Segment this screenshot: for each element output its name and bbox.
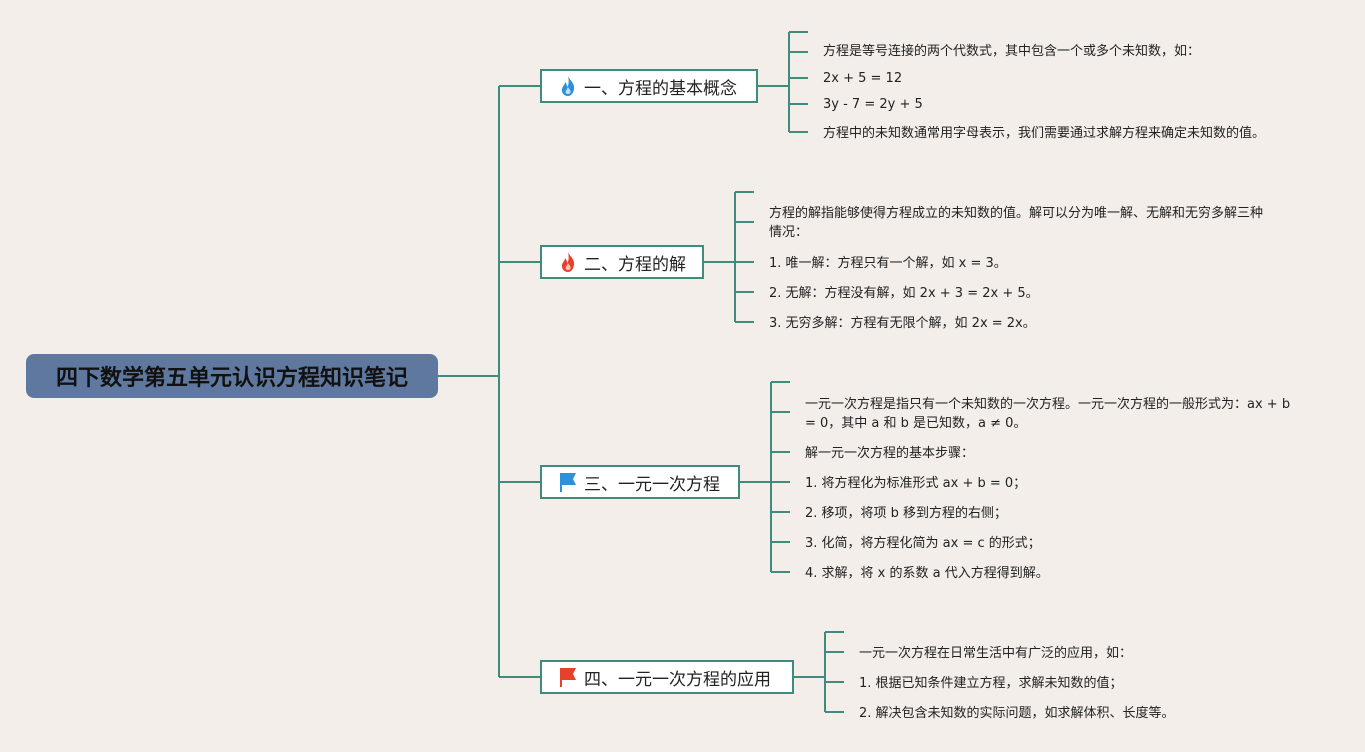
topic-2-item-3: 2. 无解：方程没有解，如 2x + 3 = 2x + 5。: [769, 286, 1039, 301]
topic-1-label: 一、方程的基本概念: [584, 78, 737, 99]
topic-3-item-3: 1. 将方程化为标准形式 ax + b = 0；: [805, 476, 1027, 491]
topic-1-item-1: 方程是等号连接的两个代数式，其中包含一个或多个未知数，如：: [823, 44, 1201, 59]
topic-basic-concept[interactable]: 一、方程的基本概念: [540, 69, 758, 103]
topic-application[interactable]: 四、一元一次方程的应用: [540, 660, 794, 694]
topic-3-item-6: 4. 求解，将 x 的系数 a 代入方程得到解。: [805, 566, 1049, 581]
topic-3-item-4: 2. 移项，将项 b 移到方程的右侧；: [805, 506, 1008, 521]
topic-4-ticks: [825, 631, 844, 713]
topic-linear-equation[interactable]: 三、一元一次方程: [540, 465, 740, 499]
topic-3-ticks: [771, 381, 790, 573]
topic-2-label: 二、方程的解: [584, 254, 686, 275]
fire-red-icon: [561, 252, 575, 272]
topic-1-ticks: [789, 31, 808, 133]
topic-1-item-4: 方程中的未知数通常用字母表示，我们需要通过求解方程来确定未知数的值。: [823, 126, 1266, 141]
topic-4-item-1: 一元一次方程在日常生活中有广泛的应用，如：: [859, 646, 1133, 661]
topic-2-ticks: [735, 191, 754, 323]
topic-4-label: 四、一元一次方程的应用: [584, 669, 771, 690]
topic-4-item-2: 1. 根据已知条件建立方程，求解未知数的值；: [859, 676, 1123, 691]
topic-4-item-3: 2. 解决包含未知数的实际问题，如求解体积、长度等。: [859, 706, 1175, 721]
topic-2-item-4: 3. 无穷多解：方程有无限个解，如 2x = 2x。: [769, 316, 1036, 331]
flag-blue-icon: [560, 473, 576, 492]
topic-2-item-1: 方程的解指能够使得方程成立的未知数的值。解可以分为唯一解、无解和无穷多解三种情况…: [769, 206, 1264, 240]
root-node[interactable]: 四下数学第五单元认识方程知识笔记: [26, 354, 438, 398]
topic-solution[interactable]: 二、方程的解: [540, 245, 704, 279]
topic-3-item-5: 3. 化简，将方程化简为 ax = c 的形式；: [805, 536, 1041, 551]
flag-red-icon: [560, 668, 576, 687]
topic-3-item-2: 解一元一次方程的基本步骤：: [805, 446, 975, 461]
fire-blue-icon: [561, 76, 575, 96]
topic-3-item-1: 一元一次方程是指只有一个未知数的一次方程。一元一次方程的一般形式为：ax + b…: [805, 397, 1291, 431]
topic-2-item-2: 1. 唯一解：方程只有一个解，如 x = 3。: [769, 256, 1007, 271]
topic-3-label: 三、一元一次方程: [584, 474, 720, 495]
topic-1-item-2: 2x + 5 = 12: [823, 71, 903, 86]
root-title: 四下数学第五单元认识方程知识笔记: [55, 366, 408, 391]
topic-1-item-3: 3y - 7 = 2y + 5: [823, 97, 923, 112]
